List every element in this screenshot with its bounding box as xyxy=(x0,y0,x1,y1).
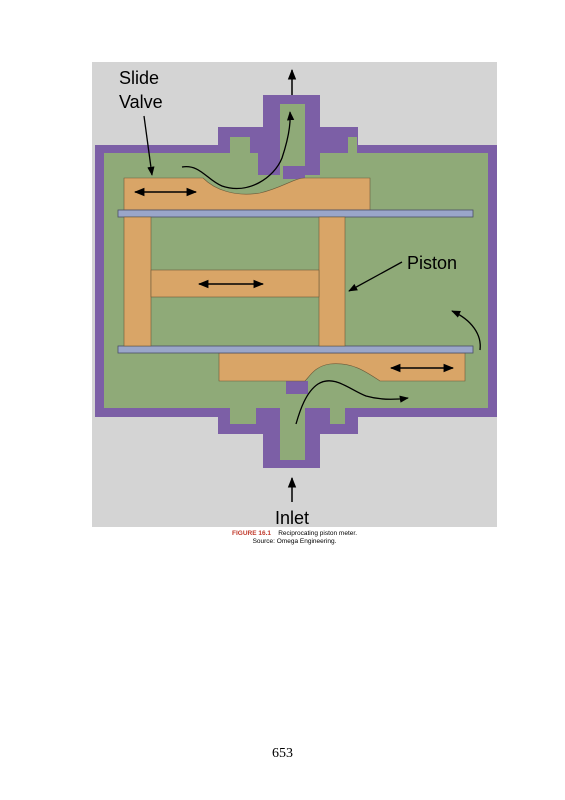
inlet-label: Inlet xyxy=(275,508,309,528)
figure-source: Source: Omega Engineering. xyxy=(252,538,337,545)
figure-title: Reciprocating piston meter. xyxy=(278,530,357,537)
slide-valve-leader xyxy=(143,115,155,176)
page-number: 653 xyxy=(272,746,293,761)
piston-left-post xyxy=(123,216,152,347)
bottom-valve-port xyxy=(286,381,308,394)
upper-guide-rod xyxy=(117,209,474,218)
piston-meter-diagram: Slide Valve Piston Inlet xyxy=(92,62,497,528)
slide-valve-label-line1: Slide xyxy=(119,68,159,88)
slide-valve xyxy=(123,177,371,211)
lower-guide-rod xyxy=(117,345,474,354)
bottom-flow-curve-arrow xyxy=(295,380,409,425)
lower-slide-valve xyxy=(218,352,466,382)
piston-right-post xyxy=(318,216,346,347)
top-valve-port xyxy=(283,166,305,179)
figure-caption: FIGURE 16.1 Reciprocating piston meter. xyxy=(92,530,497,537)
figure-number: FIGURE 16.1 xyxy=(231,530,271,537)
piston-label: Piston xyxy=(407,253,457,273)
top-flow-curve-arrow xyxy=(181,111,295,190)
slide-valve-label-line2: Valve xyxy=(119,92,163,112)
chamber-flow-arrow xyxy=(451,310,481,351)
piston-leader xyxy=(348,261,403,292)
